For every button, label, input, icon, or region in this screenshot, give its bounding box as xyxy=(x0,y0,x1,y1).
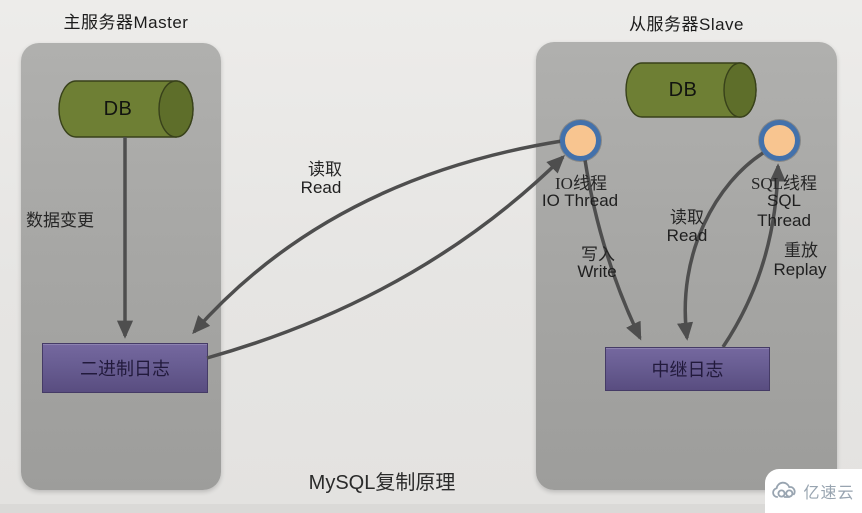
relay-log-box: 中继日志 xyxy=(605,347,770,391)
slave-db-cylinder: DB xyxy=(625,62,757,118)
slave-read-label-zh: 读取 xyxy=(670,208,704,227)
diagram-title: MySQL复制原理 xyxy=(308,472,456,494)
arrow-binlog-to-iothread xyxy=(206,155,565,360)
cloud-logo-icon xyxy=(772,481,797,498)
sql-thread-label-en: SQL Thread xyxy=(757,191,811,230)
sql-thread-node xyxy=(759,120,800,161)
bottom-band xyxy=(0,504,862,513)
io-thread-node xyxy=(560,120,601,161)
read-label-zh: 读取 xyxy=(308,160,342,179)
data-change-label: 数据变更 xyxy=(26,211,94,230)
read-label-en: Read xyxy=(300,178,342,197)
binary-log-label: 二进制日志 xyxy=(80,359,170,379)
master-panel-title: 主服务器Master xyxy=(63,13,189,32)
cylinder-shape-icon xyxy=(625,62,757,118)
cylinder-shape-icon xyxy=(58,80,194,138)
slave-db-label: DB xyxy=(668,78,698,101)
master-db-cylinder: DB xyxy=(58,80,194,138)
slave-panel-title: 从服务器Slave xyxy=(628,15,745,34)
watermark-badge: 亿速云 xyxy=(765,469,862,513)
watermark-text: 亿速云 xyxy=(803,485,855,502)
arrow-iothread-reads-binlog xyxy=(192,139,563,335)
replay-label-en: Replay xyxy=(773,260,827,279)
binary-log-box: 二进制日志 xyxy=(42,343,208,393)
replay-label-zh: 重放 xyxy=(784,241,818,260)
slave-read-label-en: Read xyxy=(666,226,708,245)
relay-log-label: 中继日志 xyxy=(651,360,724,380)
master-db-label: DB xyxy=(103,97,133,120)
io-thread-label-en: IO Thread xyxy=(541,191,619,210)
write-label-en: Write xyxy=(577,262,617,281)
